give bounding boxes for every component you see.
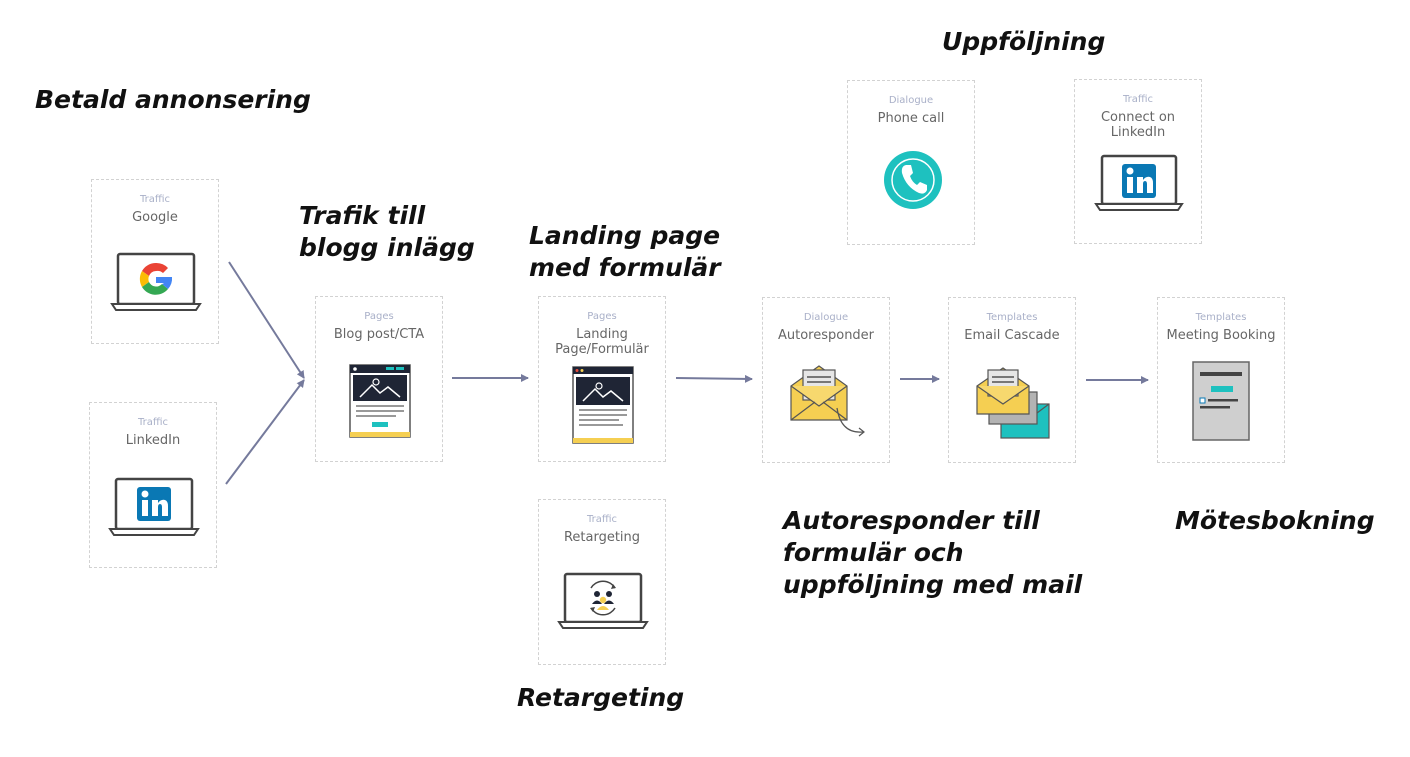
card-title: Phone call: [877, 111, 945, 126]
card-title: LinkedIn: [125, 433, 181, 448]
card-email-cascade[interactable]: Templates Email Cascade: [948, 297, 1076, 463]
card-connect-linkedin[interactable]: Traffic Connect on LinkedIn: [1074, 79, 1202, 244]
linkedin-laptop-icon: [1094, 154, 1184, 211]
heading-landing-line-1: Landing page: [529, 221, 721, 250]
arrow-landing-to-autoresponder: [675, 374, 753, 383]
google-laptop-icon: [110, 252, 202, 311]
card-meeting-booking[interactable]: Templates Meeting Booking: [1157, 297, 1285, 463]
card-category: Templates: [1195, 312, 1247, 323]
card-title: Blog post/CTA: [333, 327, 425, 342]
card-category: Dialogue: [888, 95, 934, 106]
card-linkedin[interactable]: Traffic LinkedIn: [89, 402, 217, 568]
landing-page-icon: [572, 366, 634, 444]
autoresponder-envelope-icon: [790, 365, 865, 437]
heading-blog-traffic: Trafik till blogg inlägg: [299, 200, 475, 264]
arrow-google-to-blog: [228, 261, 305, 379]
card-title: Google: [132, 210, 178, 225]
card-title-line-2: Page/Formulär: [555, 342, 649, 357]
card-category: Pages: [364, 311, 394, 322]
heading-paid-ads: Betald annonsering: [35, 85, 311, 114]
card-google[interactable]: Traffic Google: [91, 179, 219, 344]
card-phone-call[interactable]: Dialogue Phone call: [847, 80, 975, 245]
heading-landing: Landing page med formulär: [529, 220, 721, 284]
card-title: Meeting Booking: [1166, 328, 1276, 343]
card-title: Autoresponder: [777, 328, 875, 343]
card-title: Email Cascade: [964, 328, 1060, 343]
card-blog-post[interactable]: Pages Blog post/CTA: [315, 296, 443, 462]
card-category: Pages: [587, 311, 617, 322]
card-title: Landing Page/Formulär: [539, 327, 665, 357]
heading-meeting: Mötesbokning: [1175, 506, 1375, 535]
card-category: Traffic: [137, 417, 169, 428]
card-category: Traffic: [1122, 94, 1154, 105]
heading-blog-traffic-line-2: blogg inlägg: [299, 233, 475, 262]
meeting-booking-form-icon: [1192, 361, 1250, 441]
card-autoresponder[interactable]: Dialogue Autoresponder: [762, 297, 890, 463]
heading-followup: Uppföljning: [942, 27, 1106, 56]
heading-retargeting: Retargeting: [517, 683, 685, 712]
email-cascade-icon: [976, 367, 1050, 439]
card-landing-page[interactable]: Pages Landing Page/Formulär: [538, 296, 666, 462]
arrow-linkedin-to-blog: [225, 379, 305, 485]
card-title: Connect on LinkedIn: [1100, 110, 1176, 140]
card-title: Retargeting: [563, 530, 641, 545]
card-retargeting[interactable]: Traffic Retargeting: [538, 499, 666, 665]
card-title-line-1: Landing: [576, 327, 628, 342]
heading-landing-line-2: med formulär: [529, 253, 721, 282]
card-category: Dialogue: [803, 312, 849, 323]
linkedin-laptop-icon: [108, 477, 200, 536]
heading-autoresponder-line-3: uppföljning med mail: [783, 570, 1083, 599]
phone-icon: [884, 151, 942, 209]
card-category: Traffic: [139, 194, 171, 205]
blog-page-icon: [349, 364, 411, 438]
heading-autoresponder-line-1: Autoresponder till: [783, 506, 1040, 535]
retargeting-laptop-icon: [557, 572, 649, 629]
card-category: Templates: [986, 312, 1038, 323]
heading-autoresponder: Autoresponder till formulär och uppföljn…: [783, 505, 1082, 601]
card-category: Traffic: [586, 514, 618, 525]
heading-blog-traffic-line-1: Trafik till: [299, 201, 426, 230]
heading-autoresponder-line-2: formulär och: [783, 538, 964, 567]
